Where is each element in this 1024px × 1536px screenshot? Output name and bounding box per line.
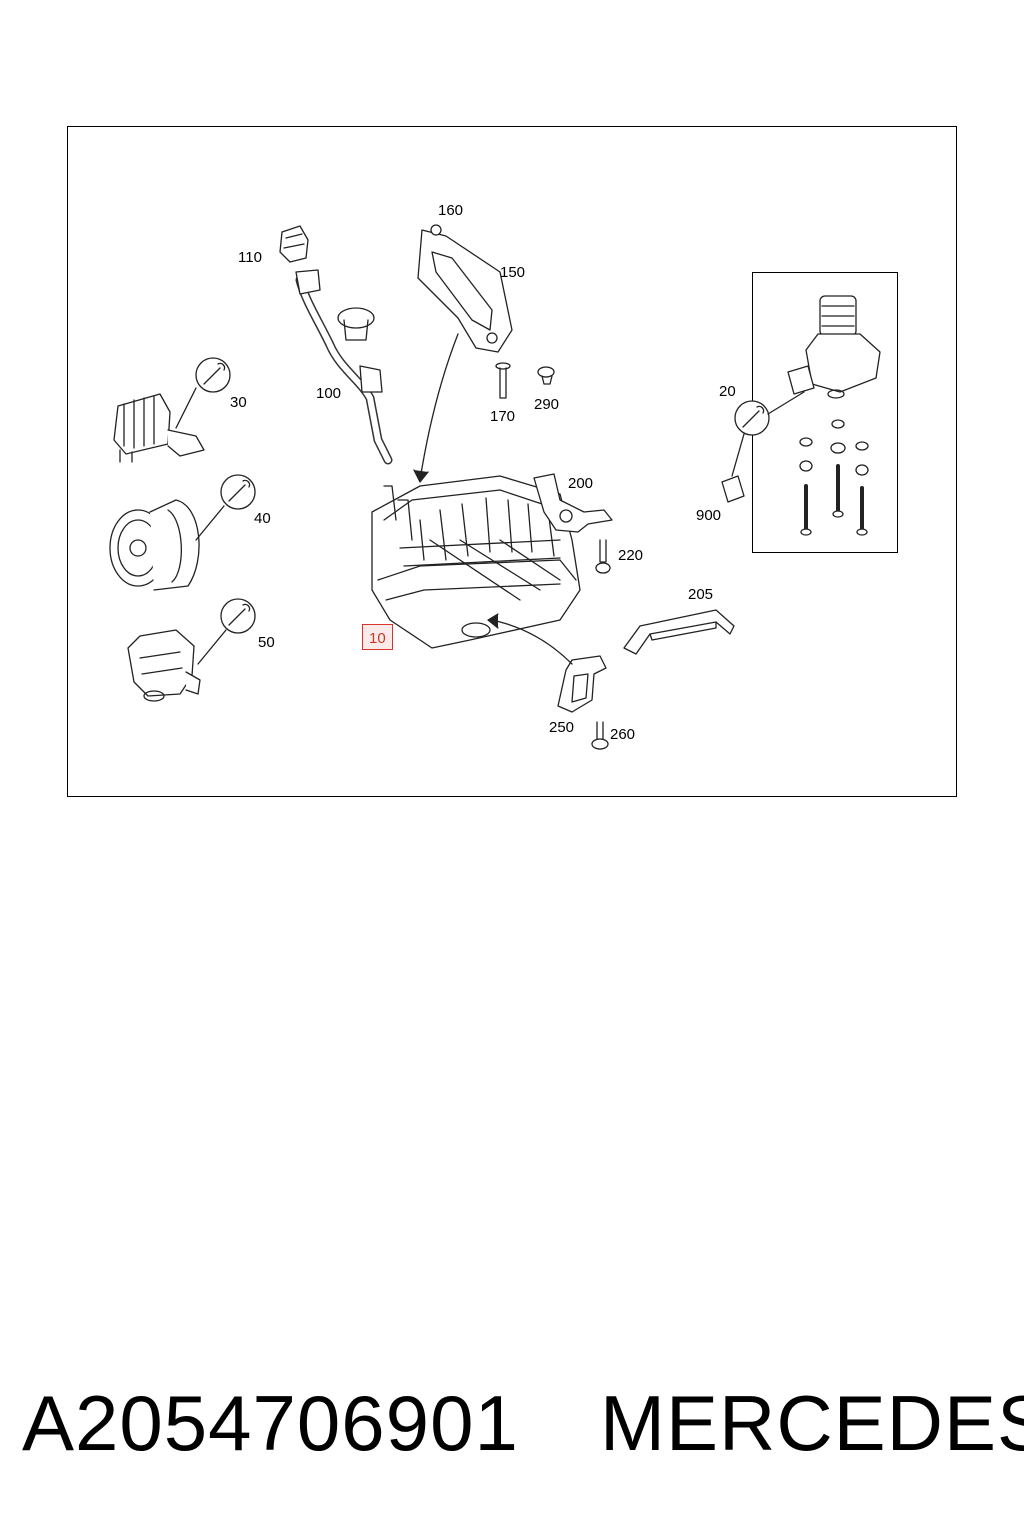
- actuator-50-part: [127, 629, 201, 702]
- pump-40-part: [109, 499, 200, 591]
- arrow-250-to-tank: [491, 619, 573, 665]
- callout-30: 30: [230, 394, 247, 411]
- callout-900: 900: [696, 507, 722, 524]
- diagram-frame: [67, 126, 957, 797]
- bolt-220-part: [595, 539, 611, 574]
- callout-110: 110: [238, 249, 262, 266]
- dosing-pump-20-part: [787, 295, 881, 399]
- wrench-icon-20: [731, 391, 805, 477]
- wrench-icon-40: [195, 474, 256, 541]
- callout-40: 40: [254, 510, 271, 527]
- arrow-bracket-to-tank: [419, 333, 459, 481]
- bolt-170-part: [495, 362, 555, 399]
- callout-10-highlighted[interactable]: 10: [362, 624, 393, 650]
- bracket-150-part: [417, 224, 513, 353]
- bolt-260-part: [591, 721, 609, 750]
- wrench-icon-30: [175, 357, 231, 429]
- footer: A2054706901 MERCEDES: [0, 1378, 1024, 1467]
- fasteners-part: [799, 419, 869, 536]
- callout-100: 100: [316, 385, 342, 402]
- callout-200: 200: [568, 475, 594, 492]
- brand-name: MERCEDES: [600, 1379, 1024, 1467]
- callout-290: 290: [534, 396, 560, 413]
- part-number: A2054706901: [22, 1379, 519, 1467]
- callout-260: 260: [610, 726, 636, 743]
- strap-205-part: [623, 609, 735, 655]
- bracket-250-part: [557, 655, 607, 713]
- connector-900-part: [721, 475, 745, 503]
- callout-20: 20: [719, 383, 736, 400]
- tank-10-part: [371, 475, 581, 649]
- callout-250: 250: [549, 719, 575, 736]
- callout-220: 220: [618, 547, 644, 564]
- bracket-200-part: [533, 473, 613, 533]
- filler-cap-part: [279, 225, 309, 263]
- callout-170: 170: [490, 408, 516, 425]
- filler-hose-part: [295, 269, 393, 465]
- sensor-30-part: [113, 393, 205, 463]
- callout-205: 205: [688, 586, 714, 603]
- wrench-icon-50: [197, 598, 256, 665]
- callout-50: 50: [258, 634, 275, 651]
- callout-160: 160: [438, 202, 464, 219]
- callout-150: 150: [500, 264, 526, 281]
